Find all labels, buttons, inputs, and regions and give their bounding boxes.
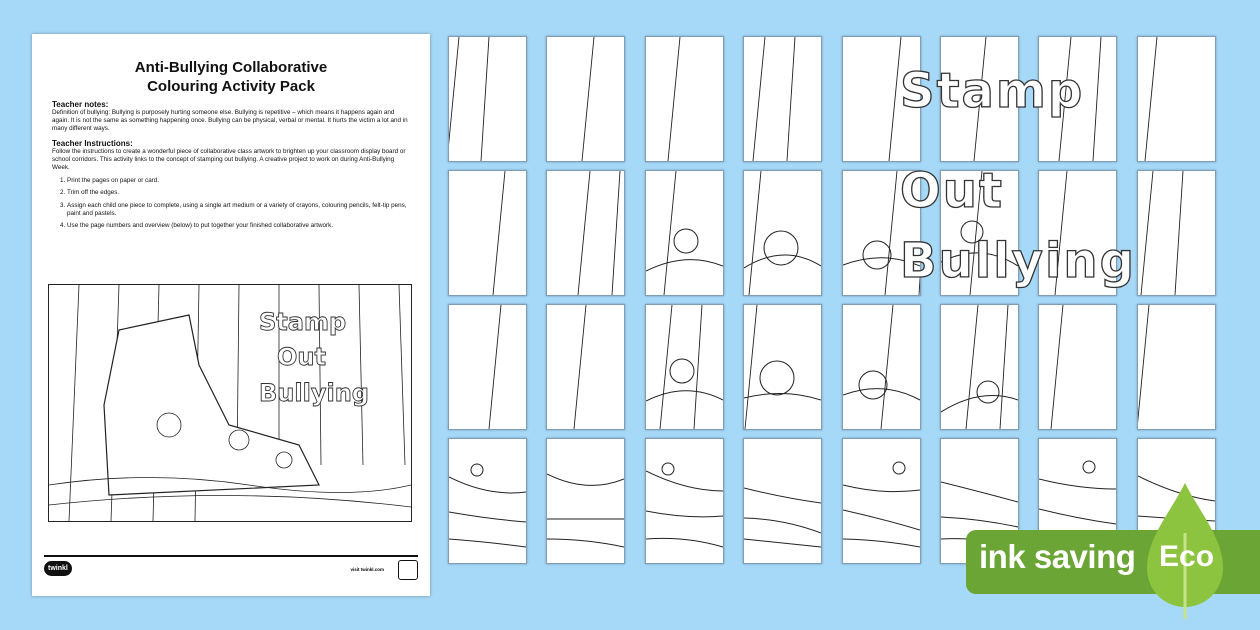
boot-drawing: Stamp Out Bullying xyxy=(48,284,412,522)
tile-line-art xyxy=(842,171,920,295)
website-text: visit twinkl.com xyxy=(350,567,384,572)
tile-line-art xyxy=(488,305,502,429)
artwork-tile xyxy=(448,304,527,430)
tile-line-art xyxy=(1137,305,1150,424)
page-title: Anti-Bullying Collaborative Colouring Ac… xyxy=(32,58,430,96)
slogan-stamp: Stamp xyxy=(259,308,346,336)
tile-line-art xyxy=(547,473,625,548)
artwork-tile xyxy=(546,36,626,162)
teacher-notes-text: Definition of bullying: Bullying is purp… xyxy=(52,109,408,133)
tile-line-art xyxy=(573,305,587,429)
tile-slogan-text: Bullying xyxy=(899,232,1136,289)
artwork-tile xyxy=(448,438,527,564)
tile-line-art xyxy=(1058,37,1102,161)
artwork-tile xyxy=(743,438,823,564)
eco-word: Eco xyxy=(1159,540,1215,573)
tile-line-art xyxy=(581,37,595,161)
tile-line-art xyxy=(645,171,723,295)
artwork-tile xyxy=(448,170,527,296)
step-item: Trim off the edges. xyxy=(67,189,412,197)
tile-line-art xyxy=(744,171,822,295)
leaf-icon xyxy=(1147,483,1223,619)
artwork-tile xyxy=(448,36,527,162)
tile-line-art xyxy=(449,463,526,548)
instructions-heading: Teacher Instructions: xyxy=(52,138,133,148)
artwork-tile xyxy=(644,170,724,296)
artwork-tile xyxy=(743,170,823,296)
tile-line-art xyxy=(752,37,796,161)
footer-divider xyxy=(44,555,418,557)
artwork-tile xyxy=(841,304,921,430)
step-item: Use the page numbers and overview (below… xyxy=(67,222,412,230)
tile-line-art xyxy=(941,305,1018,429)
artwork-tile xyxy=(644,36,724,162)
step-item: Assign each child one piece to complete,… xyxy=(67,202,412,218)
tile-line-art xyxy=(842,305,920,429)
artwork-tile xyxy=(1038,36,1118,162)
instructions-text: Follow the instructions to create a wond… xyxy=(52,147,406,172)
artwork-tile xyxy=(1136,304,1216,430)
tile-line-art xyxy=(1144,37,1158,161)
page-body: Teacher notes: Definition of bullying: B… xyxy=(52,100,412,234)
artwork-tile xyxy=(1136,36,1216,162)
tile-line-art xyxy=(744,487,822,548)
eco-badge-label: ink saving xyxy=(979,538,1136,575)
artwork-tile xyxy=(644,438,724,564)
title-line-1: Anti-Bullying Collaborative xyxy=(134,59,328,76)
activity-pack-cover-page: Anti-Bullying Collaborative Colouring Ac… xyxy=(32,34,430,596)
artwork-tile xyxy=(841,36,921,162)
tile-line-art xyxy=(941,171,1018,295)
twinkl-badge-icon xyxy=(398,560,418,580)
tile-line-art xyxy=(1050,305,1064,429)
artwork-tile xyxy=(940,304,1019,430)
tile-line-art xyxy=(744,305,822,429)
tile-line-art xyxy=(667,37,681,161)
artwork-tile xyxy=(841,170,921,296)
artwork-tile xyxy=(743,36,823,162)
slogan-bullying: Bullying xyxy=(259,379,369,407)
artwork-tile xyxy=(1136,170,1216,296)
tile-line-art xyxy=(888,37,902,161)
boot-illustration: Stamp Out Bullying xyxy=(48,284,412,522)
tile-line-art xyxy=(449,37,490,161)
artwork-tile xyxy=(1038,170,1118,296)
tile-line-art xyxy=(645,305,723,429)
step-item: Print the pages on paper or card. xyxy=(67,177,412,185)
artwork-tile xyxy=(743,304,823,430)
artwork-tile xyxy=(644,304,724,430)
artwork-tile xyxy=(546,170,626,296)
slogan-out: Out xyxy=(277,343,326,371)
tile-slogan-text: Stamp xyxy=(899,62,1085,119)
tile-line-art xyxy=(1054,171,1068,295)
artwork-tile xyxy=(1038,304,1118,430)
artwork-tile xyxy=(546,438,626,564)
tile-line-art xyxy=(577,171,621,295)
tile-line-art xyxy=(645,462,723,548)
artwork-tile xyxy=(940,36,1019,162)
tile-line-art xyxy=(973,37,987,161)
twinkl-logo: twinkl xyxy=(44,561,72,576)
teacher-notes-heading: Teacher notes: xyxy=(52,100,109,109)
steps-list: Print the pages on paper or card. Trim o… xyxy=(52,177,412,230)
artwork-tile xyxy=(841,438,921,564)
tile-slogan-text: Out xyxy=(899,162,1004,219)
tile-line-art xyxy=(842,461,920,548)
title-line-2: Colouring Activity Pack xyxy=(147,78,315,95)
tile-line-art xyxy=(1140,171,1184,295)
tile-line-art xyxy=(492,171,506,295)
artwork-tile xyxy=(940,170,1019,296)
artwork-tile xyxy=(546,304,626,430)
